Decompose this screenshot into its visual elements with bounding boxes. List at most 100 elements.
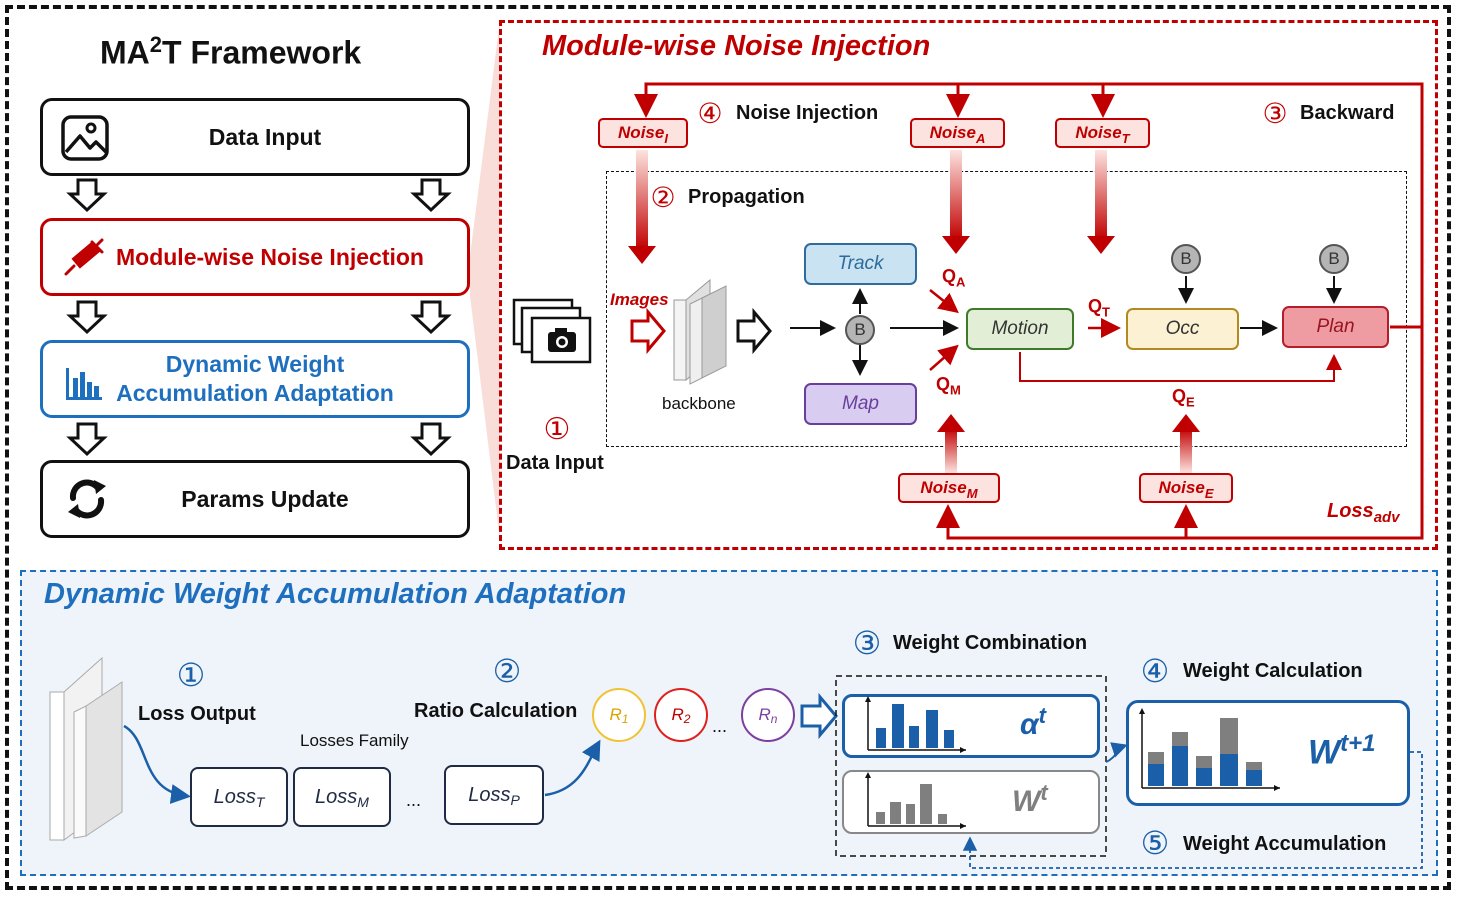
syringe-icon [64, 238, 104, 276]
ratio-2-sub: 2 [683, 712, 691, 726]
query-ego-sub: E [1186, 394, 1195, 410]
ratio-1-sub: 1 [621, 712, 629, 726]
dwa-step-5: ⑤ [1140, 825, 1170, 861]
mni-title: Module-wise Noise Injection [542, 30, 931, 62]
framework-title: MA2T Framework [100, 32, 362, 71]
weight-calculation-label: Weight Calculation [1183, 660, 1363, 682]
wt-sup: t [1040, 780, 1048, 805]
wt-bar-chart [865, 772, 966, 829]
wt1-label: Wt+1 [1308, 730, 1375, 772]
losses-ellipsis: ... [406, 790, 422, 810]
flow-arrows [66, 178, 452, 457]
backbone-layers [673, 278, 727, 385]
loss-adv-base: Loss [1327, 500, 1374, 522]
propagation-label: Propagation [688, 186, 805, 208]
backbone-label: backbone [662, 394, 736, 413]
wt-label: Wt [1012, 780, 1048, 819]
image-icon [61, 115, 109, 161]
mni-step-4: ④ [697, 97, 723, 129]
ratios-ellipsis: ... [712, 716, 728, 736]
loss-adv-sub: adv [1373, 509, 1400, 526]
alpha-sup: t [1038, 703, 1046, 728]
step-noise-injection-label: Module-wise Noise Injection [116, 243, 424, 270]
step-dwa: Dynamic Weight Accumulation Adaptation [40, 340, 470, 418]
noise-map-sub: M [966, 485, 978, 501]
noise-images-base: Noise [618, 123, 665, 142]
weight-accumulation-label: Weight Accumulation [1183, 833, 1387, 855]
query-track-base: Q [1088, 296, 1103, 316]
wt-base: W [1012, 785, 1041, 818]
alpha-bar-chart [865, 696, 966, 753]
query-map: QM [936, 374, 961, 398]
query-map-sub: M [950, 382, 961, 398]
query-agent: QA [942, 266, 965, 290]
query-track-sub: T [1102, 304, 1110, 320]
dwa-title: Dynamic Weight Accumulation Adaptation [44, 578, 627, 610]
query-track: QT [1088, 296, 1110, 320]
alpha-base: α [1020, 708, 1039, 741]
loss-plan-base: Loss [468, 783, 511, 806]
noise-images-sub: I [664, 130, 668, 146]
camera-icon [512, 298, 592, 364]
noise-injection-label: Noise Injection [736, 102, 879, 124]
wt1-base: W [1308, 733, 1341, 772]
step-noise-injection: Module-wise Noise Injection [40, 218, 470, 296]
zoom-wedge [470, 20, 500, 540]
bev-node-center: B [845, 315, 875, 345]
loss-track-sub: T [255, 794, 265, 810]
module-occ: Occ [1126, 308, 1239, 350]
bev-node-plan: B [1319, 244, 1349, 274]
query-map-base: Q [936, 374, 951, 394]
noise-agent-base: Noise [929, 123, 976, 142]
noise-map-base: Noise [920, 478, 967, 497]
wt1-bar-chart [1139, 708, 1280, 791]
refresh-icon [68, 479, 106, 519]
ratio-n-sub: n [770, 712, 778, 726]
bev-node-occ: B [1171, 244, 1201, 274]
module-plan: Plan [1282, 306, 1389, 348]
step-dwa-line1: Dynamic Weight [165, 351, 345, 378]
noise-track-sub: T [1121, 130, 1130, 146]
noise-ego-sub: E [1204, 485, 1214, 501]
dwa-step-2: ② [492, 653, 522, 689]
dwa-step-1: ① [176, 657, 206, 693]
loss-map-base: Loss [315, 785, 358, 808]
bar-chart-icon [66, 368, 102, 400]
ratio-1-base: R [609, 705, 622, 724]
losses-family-label: Losses Family [300, 731, 409, 750]
loss-track-base: Loss [213, 785, 256, 808]
loss-output-label: Loss Output [138, 703, 256, 725]
step-data-input-label: Data Input [208, 123, 322, 150]
noise-ego-base: Noise [1158, 478, 1205, 497]
data-input-label: Data Input [506, 452, 604, 474]
step-params-update: Params Update [40, 460, 470, 538]
weight-combination-label: Weight Combination [893, 632, 1088, 654]
mni-step-2: ② [650, 181, 676, 213]
ratio-n-base: R [758, 705, 771, 724]
query-agent-base: Q [942, 266, 957, 286]
query-agent-sub: A [956, 274, 966, 290]
step-params-update-label: Params Update [181, 485, 349, 512]
ratio-calculation-label: Ratio Calculation [414, 700, 578, 722]
dwa-step-3: ③ [852, 625, 882, 661]
noise-track-base: Noise [1075, 123, 1122, 142]
wt1-sup: t+1 [1340, 730, 1376, 757]
loss-map-sub: M [357, 794, 369, 810]
module-map: Map [804, 383, 917, 425]
noise-agent-sub: A [975, 130, 986, 146]
step-dwa-line2: Accumulation Adaptation [116, 380, 394, 406]
step-data-input: Data Input [40, 98, 470, 176]
query-ego-base: Q [1172, 386, 1187, 406]
